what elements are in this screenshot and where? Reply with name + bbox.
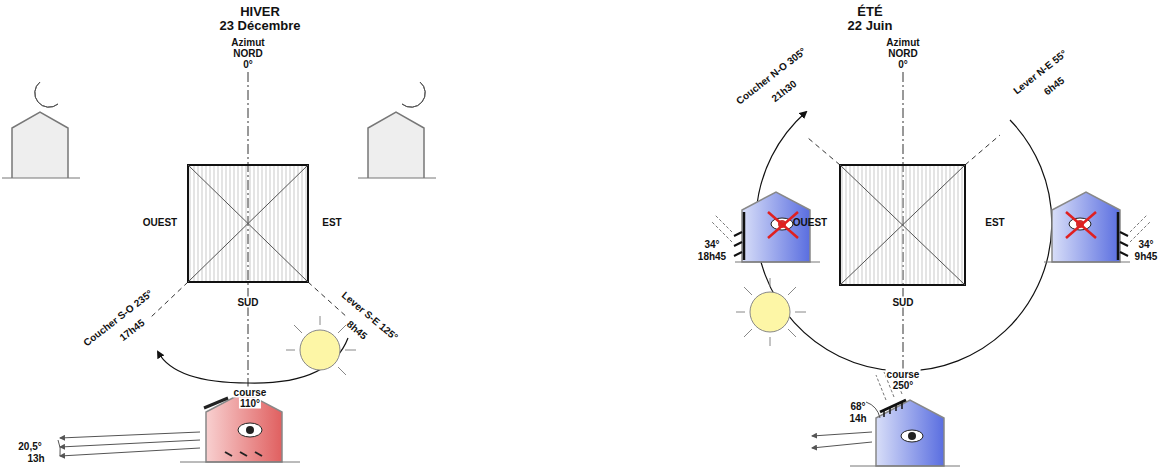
- axis-label: Azimut: [230, 37, 265, 48]
- direction-label: SUD: [891, 297, 914, 308]
- sunset-label: Coucher S-O 235°: [80, 287, 155, 349]
- angle-label: 34°: [1137, 239, 1154, 250]
- time-label: 13h: [26, 453, 45, 464]
- direction-label: EST: [321, 217, 342, 228]
- direction-label: EST: [984, 217, 1005, 228]
- panel-title: ÉTÉ: [856, 5, 883, 19]
- axis-label: NORD: [887, 48, 918, 59]
- course-value: 250°: [892, 380, 915, 391]
- panel-date: 23 Décembre: [219, 19, 302, 33]
- time-label: 9h45: [1134, 251, 1159, 262]
- angle-label: 34°: [703, 239, 720, 250]
- time-label: 18h45: [697, 251, 727, 262]
- panel-date: 22 Juin: [847, 19, 894, 33]
- panel-title: HIVER: [239, 5, 281, 19]
- axis-value: 0°: [242, 59, 254, 70]
- sunrise-label: Lever N-E 55°: [1010, 47, 1069, 97]
- direction-label: OUEST: [142, 217, 178, 228]
- time-label: 14h: [848, 413, 867, 424]
- axis-label: NORD: [232, 48, 263, 59]
- sunrise-label: Lever S-E 125°: [339, 289, 401, 343]
- axis-label: Azimut: [885, 37, 920, 48]
- course-label: course: [886, 369, 921, 380]
- direction-label: SUD: [236, 297, 259, 308]
- course-value: 110°: [239, 398, 261, 409]
- direction-label: OUEST: [792, 217, 828, 228]
- angle-label: 68°: [849, 401, 866, 412]
- axis-value: 0°: [897, 59, 909, 70]
- angle-label: 20,5°: [17, 441, 42, 452]
- course-label: course: [233, 387, 268, 398]
- time-label: 6h45: [1041, 74, 1067, 98]
- time-label: 21h30: [769, 77, 800, 104]
